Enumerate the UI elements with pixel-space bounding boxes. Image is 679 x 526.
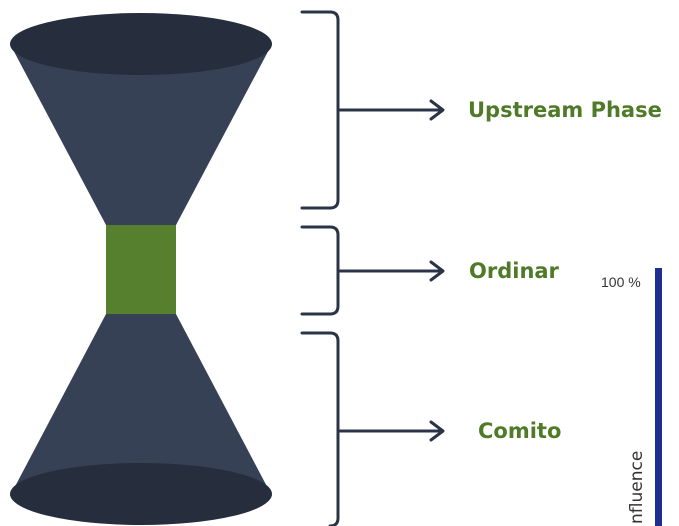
comitology-bracket	[300, 331, 340, 526]
upstream-phase-label: Upstream Phase	[468, 98, 662, 122]
ordinary-bracket	[300, 225, 340, 316]
comitology-phase-label: Comito	[478, 419, 561, 443]
upstream-bracket	[300, 10, 340, 210]
upper-cone-top-cap	[10, 13, 272, 75]
lower-cone-bottom-cap	[10, 463, 272, 525]
upstream-arrow	[338, 99, 445, 121]
ordinary-phase-label: Ordinar	[469, 259, 560, 283]
comitology-arrow	[338, 420, 445, 442]
ordinary-arrow	[338, 260, 445, 282]
brackets	[300, 10, 340, 526]
hourglass	[10, 13, 272, 525]
influence-axis-bar	[655, 268, 662, 526]
influence-axis-label: nfluence	[627, 451, 647, 524]
lower-cone	[10, 314, 272, 496]
axis-tick-100-percent: 100 %	[601, 274, 641, 290]
upper-cone	[10, 44, 272, 225]
influence-axis: 100 % nfluence	[601, 268, 662, 526]
arrows	[338, 99, 445, 442]
ordinary-phase-block	[106, 225, 176, 314]
